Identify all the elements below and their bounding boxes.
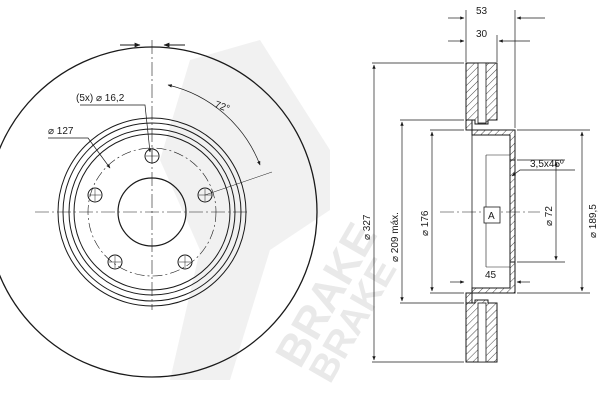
bolt-holes <box>87 148 213 270</box>
pcd-label: ⌀ 127 <box>48 126 74 137</box>
dim-30-label: 30 <box>476 29 488 40</box>
lower-vent-gap <box>477 302 487 363</box>
bolt-hole <box>197 187 213 203</box>
bolt-hole <box>107 254 123 270</box>
dim-72-label: ⌀ 72 <box>544 206 555 226</box>
bolt-hole <box>87 187 103 203</box>
front-view <box>0 40 318 378</box>
datum-label: A <box>488 211 495 222</box>
chamfer-label: 3,5x45º <box>530 159 564 170</box>
hat-wall-upper <box>465 119 516 161</box>
angle-ref-line <box>204 171 273 196</box>
angle-label: 72° <box>213 99 231 115</box>
section-view <box>440 62 540 363</box>
dim-209-label: ⌀ 209 máx. <box>390 212 401 262</box>
section-dimensions <box>372 10 590 363</box>
bolt-hole-leader <box>80 104 152 153</box>
dim-327-label: ⌀ 327 <box>362 214 373 240</box>
dim-45-label: 45 <box>485 270 497 281</box>
hub-face <box>509 159 516 263</box>
bolt-hole <box>177 254 193 270</box>
bolt-hole-label: (5x) ⌀ 16,2 <box>76 93 125 104</box>
pcd-leader <box>48 137 111 169</box>
bolt-hole-centers <box>89 150 211 268</box>
angle-arc <box>167 84 261 166</box>
dim-189-label: ⌀ 189,5 <box>588 204 599 238</box>
upper-vent-gap <box>477 62 487 124</box>
dim-176-label: ⌀ 176 <box>420 210 431 236</box>
hat-wall-lower <box>465 261 516 304</box>
chamfer-leader <box>511 169 575 177</box>
datum-box <box>483 206 501 224</box>
dim-53-label: 53 <box>476 6 488 17</box>
